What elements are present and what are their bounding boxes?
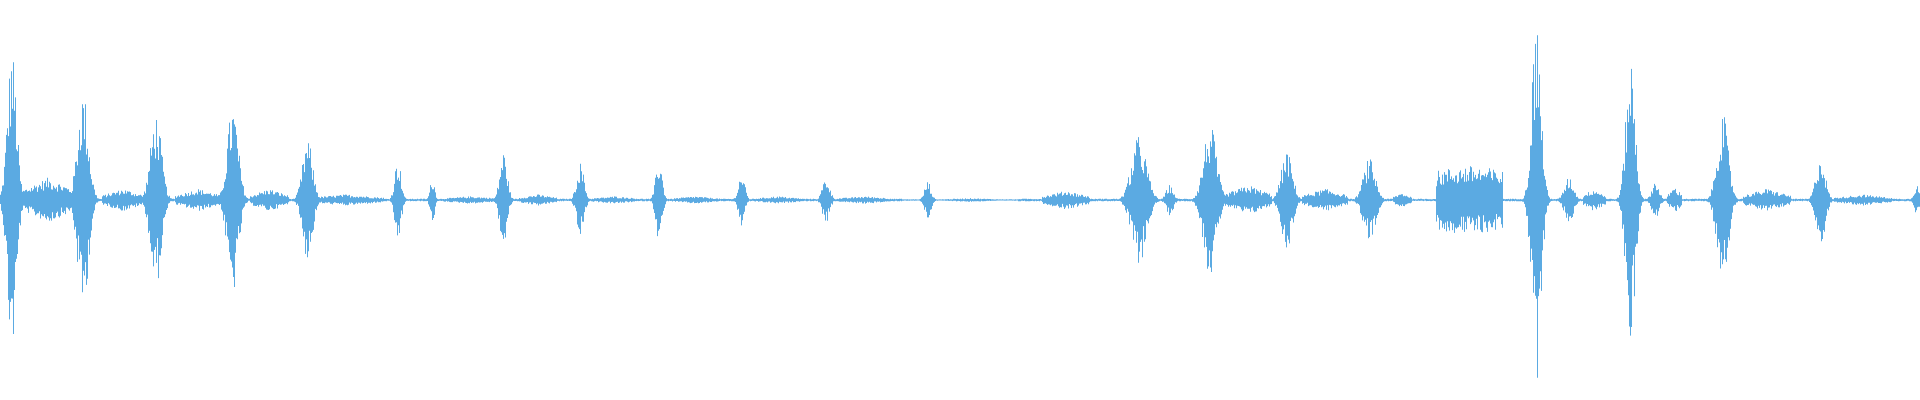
waveform-peaks [0,35,1920,378]
waveform-trace [0,35,1920,378]
